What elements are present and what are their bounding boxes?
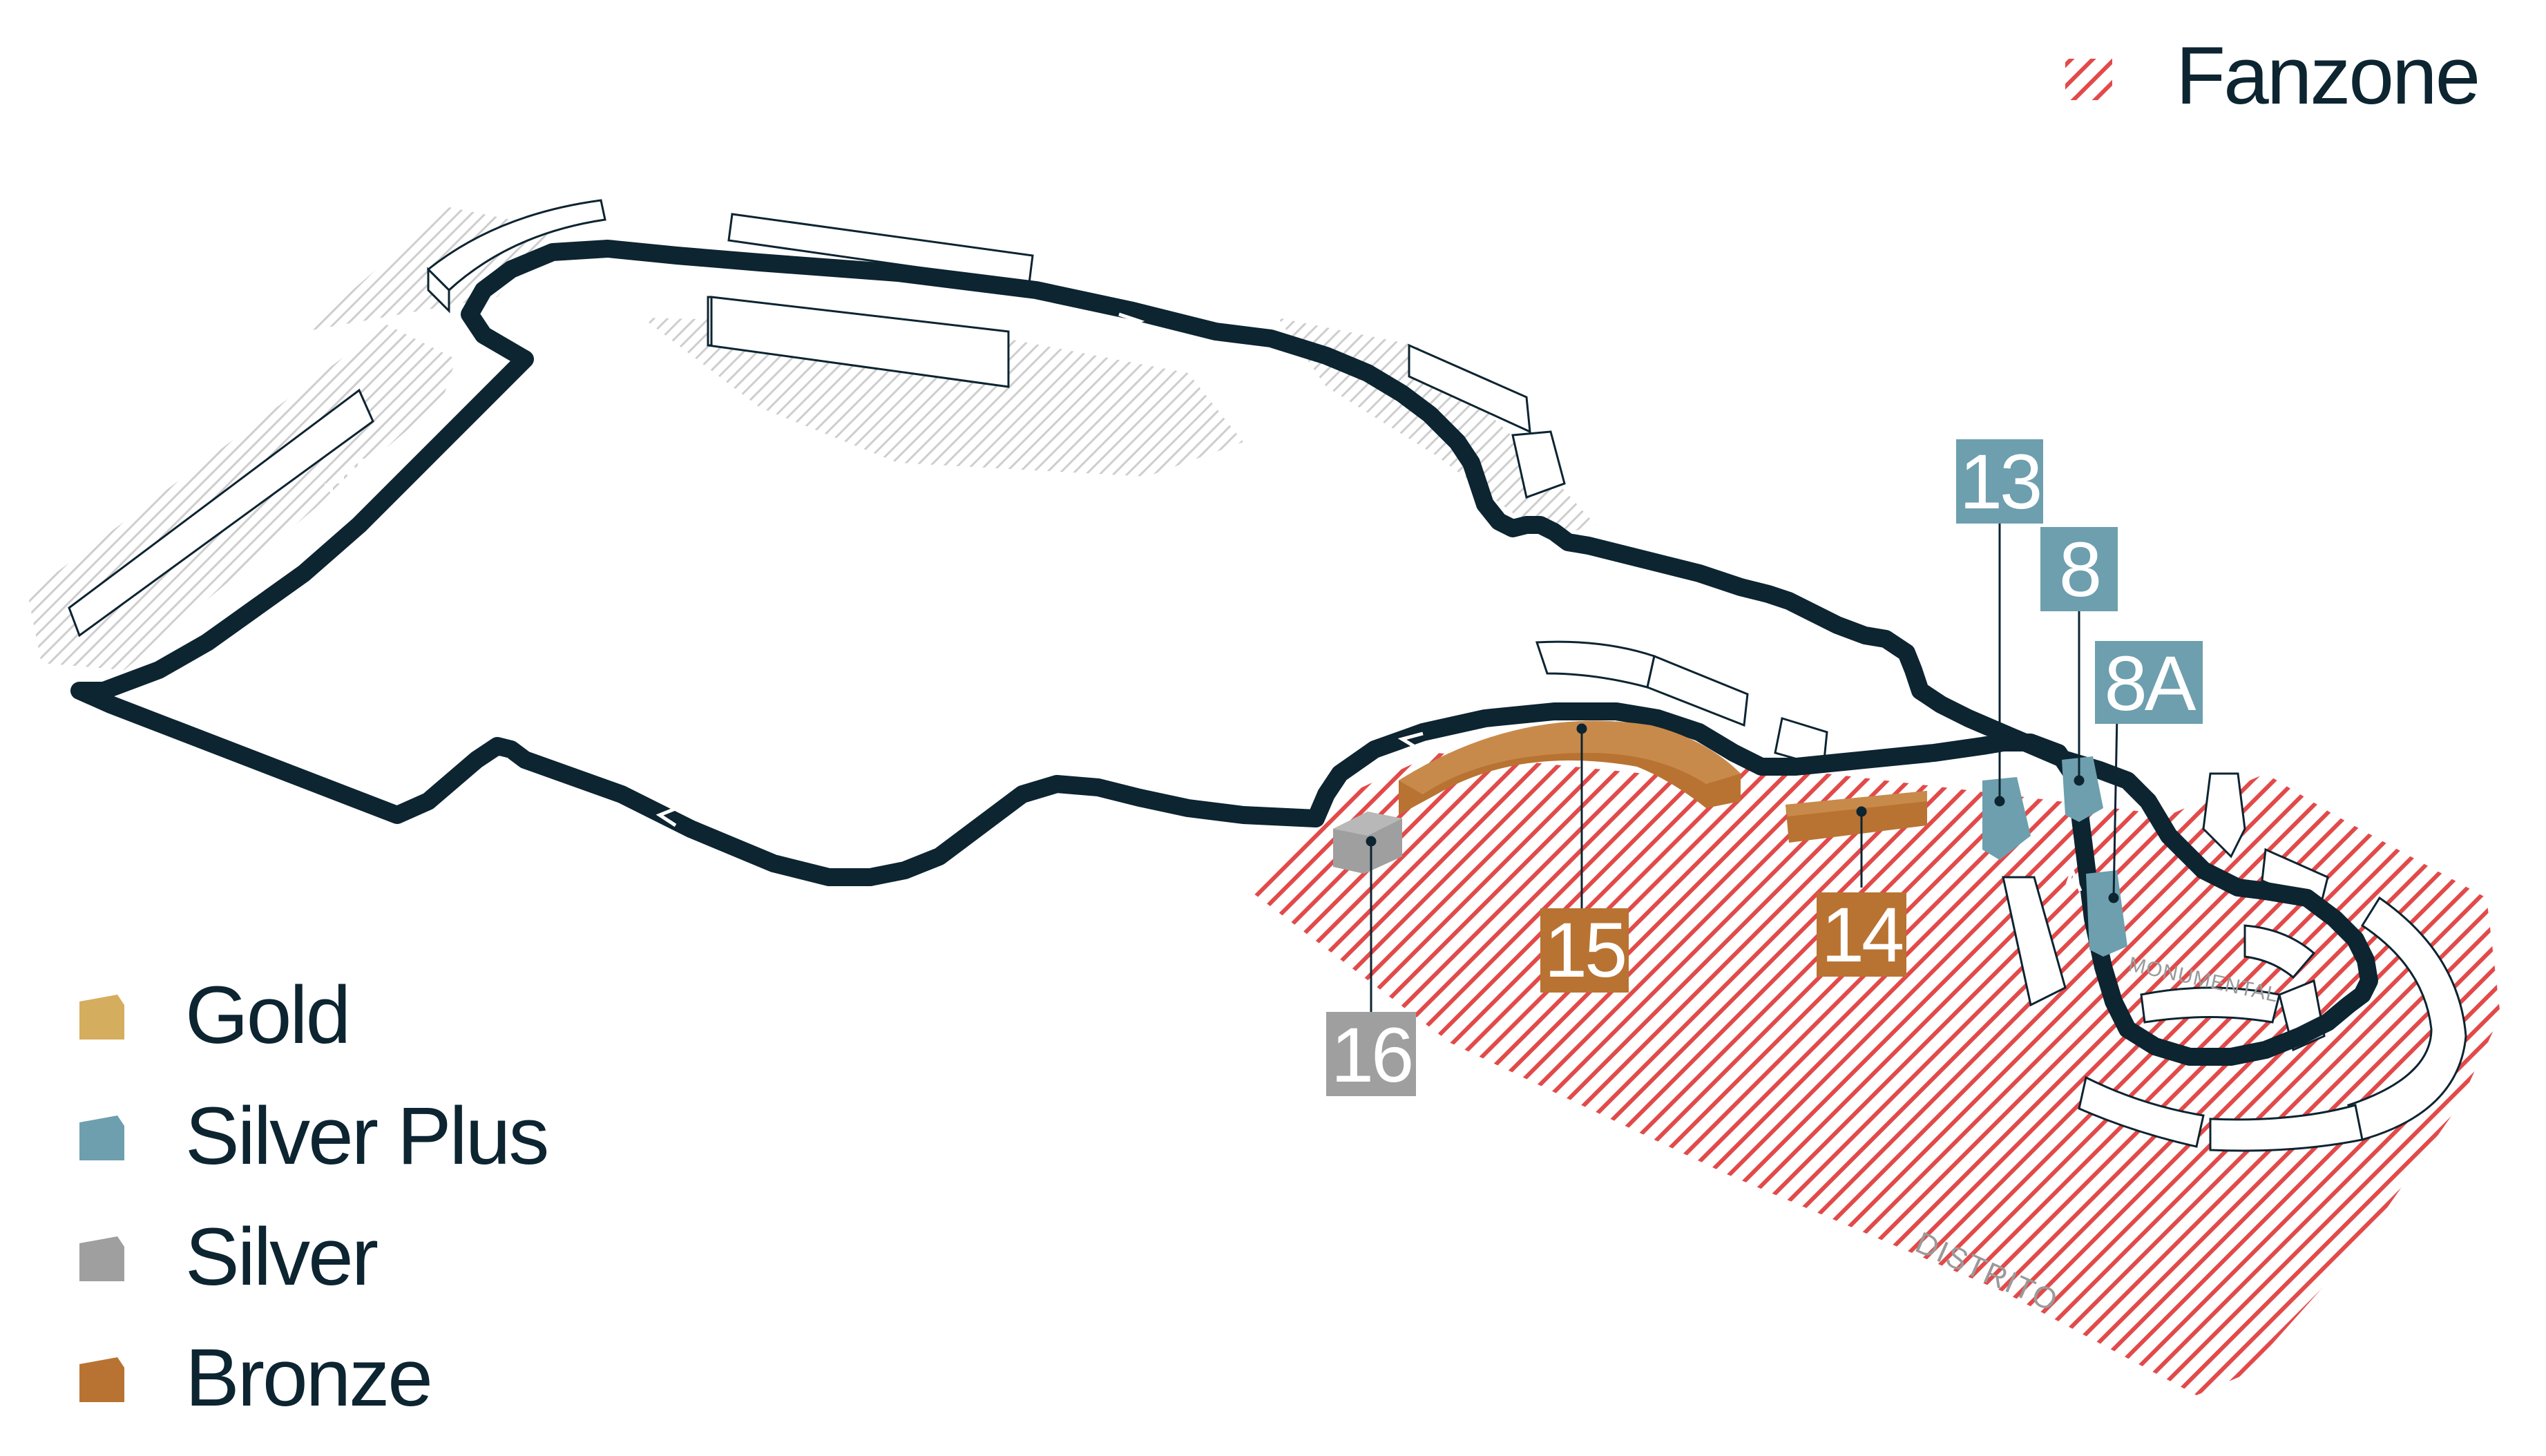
stand-tag-8a[interactable]: 8A bbox=[2095, 640, 2203, 727]
svg-text:Gold: Gold bbox=[185, 970, 349, 1061]
svg-text:14: 14 bbox=[1821, 892, 1903, 978]
stand-8a-block bbox=[2086, 870, 2127, 957]
legend-item-bronze: Bronze bbox=[79, 1332, 433, 1424]
legend-item-silver-plus: Silver Plus bbox=[79, 1091, 549, 1182]
direction-arrow-icon bbox=[1117, 312, 1145, 332]
svg-text:Silver: Silver bbox=[185, 1211, 378, 1303]
svg-text:13: 13 bbox=[1960, 439, 2040, 525]
race-track bbox=[70, 240, 2378, 1066]
stand-tag-8[interactable]: 8 bbox=[2040, 526, 2118, 613]
stand-tag-16[interactable]: 16 bbox=[1326, 1012, 1416, 1098]
fanzone-area bbox=[1250, 753, 2500, 1395]
fanzone-legend: Fanzone bbox=[2065, 30, 2480, 122]
stand-tag-14[interactable]: 14 bbox=[1817, 892, 1906, 978]
gold-swatch-icon bbox=[79, 995, 124, 1040]
stand-13-block bbox=[1982, 777, 2031, 860]
svg-text:8: 8 bbox=[2059, 526, 2099, 613]
direction-arrow-icon bbox=[2063, 865, 2083, 892]
stand-8-block bbox=[2062, 756, 2103, 822]
svg-text:Bronze: Bronze bbox=[185, 1332, 431, 1424]
tier-legend: Gold Silver Plus Silver Bronze bbox=[79, 970, 549, 1424]
silver-plus-swatch-icon bbox=[79, 1115, 124, 1160]
svg-text:Fanzone: Fanzone bbox=[2176, 30, 2478, 122]
fanzone-hatch-icon bbox=[2065, 59, 2112, 100]
grandstands bbox=[68, 199, 2467, 1152]
svg-text:15: 15 bbox=[1544, 907, 1625, 993]
legend-item-silver: Silver bbox=[79, 1211, 380, 1303]
bronze-swatch-icon bbox=[79, 1357, 124, 1402]
stand-tag-15[interactable]: 15 bbox=[1540, 907, 1629, 993]
svg-text:8A: 8A bbox=[2105, 640, 2196, 727]
svg-text:Silver Plus: Silver Plus bbox=[185, 1091, 547, 1182]
start-finish-line bbox=[325, 459, 372, 500]
silver-swatch-icon bbox=[79, 1236, 124, 1281]
stand-blocks bbox=[1333, 720, 2127, 957]
direction-arrow-icon bbox=[655, 806, 678, 827]
leader-lines bbox=[1366, 518, 2119, 1012]
legend-item-gold: Gold bbox=[79, 970, 351, 1061]
direction-arrow-icon bbox=[1711, 588, 1739, 609]
stand-tag-13[interactable]: 13 bbox=[1956, 439, 2043, 525]
direction-arrow-icon bbox=[1397, 731, 1424, 751]
svg-text:16: 16 bbox=[1331, 1012, 1412, 1098]
